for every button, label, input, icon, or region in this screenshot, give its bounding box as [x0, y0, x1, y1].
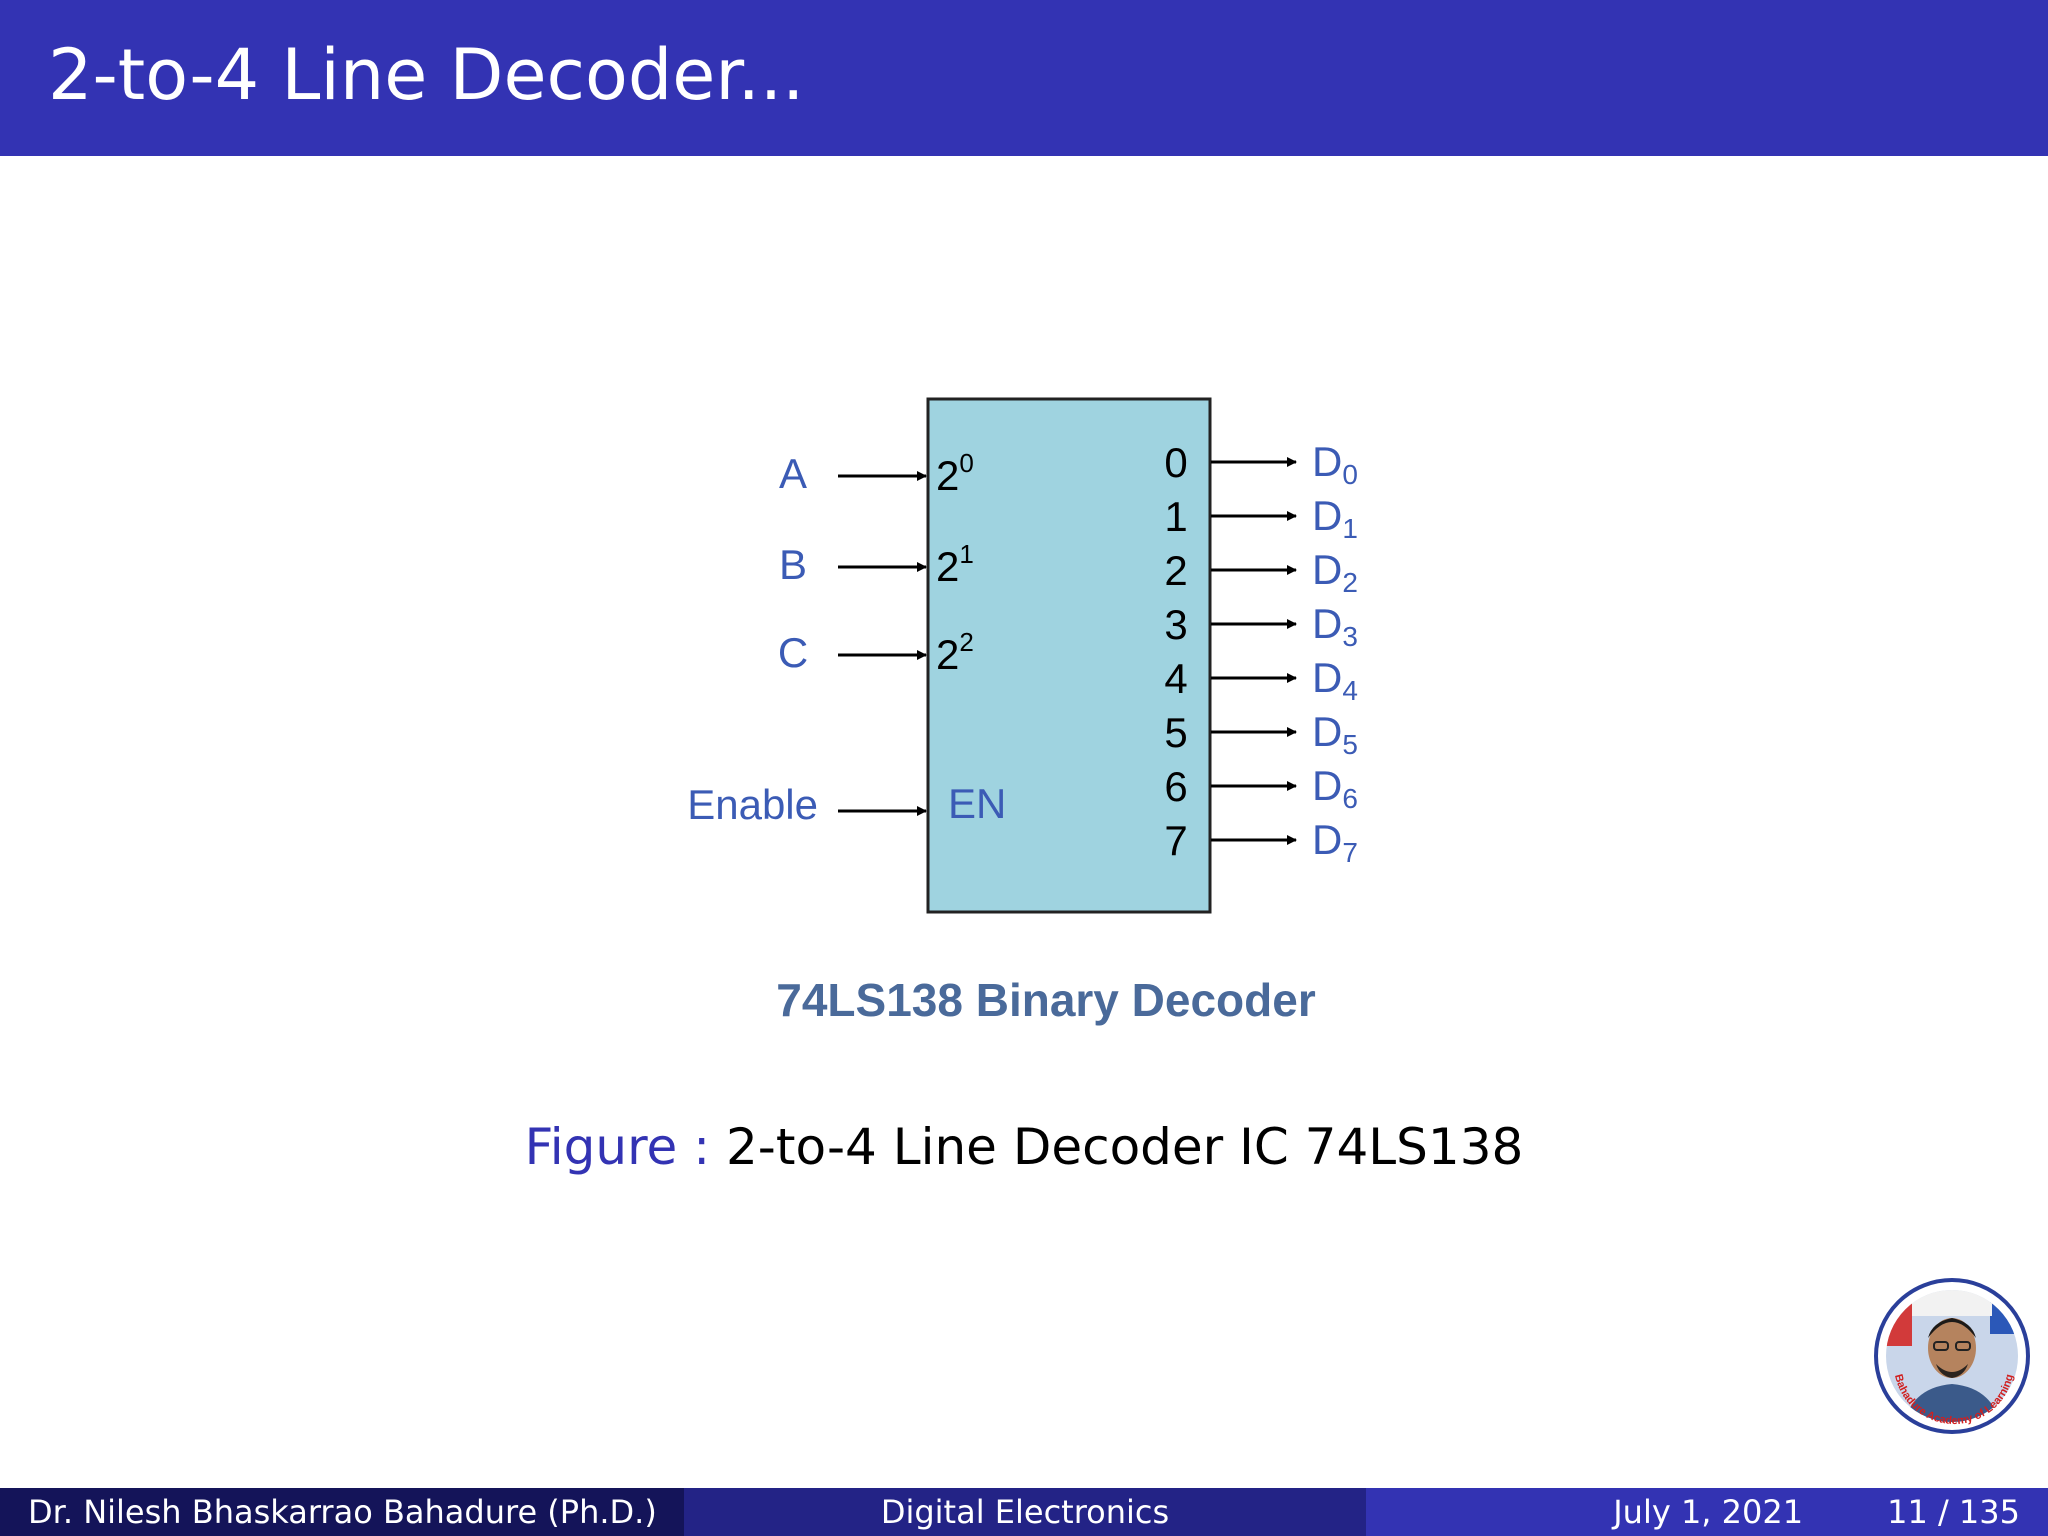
footer-course: Digital Electronics — [684, 1488, 1366, 1536]
academy-logo: Bahadure Academy of Learning — [1874, 1278, 2030, 1434]
output-pin-6: 6 — [1164, 763, 1187, 810]
output-label-3: D3 — [1312, 600, 1358, 652]
output-label-sub: 6 — [1342, 783, 1358, 814]
output-label-base: D — [1312, 546, 1342, 593]
output-pin-0: 0 — [1164, 439, 1187, 486]
chip-title: 74LS138 Binary Decoder — [776, 974, 1316, 1026]
output-label-base: D — [1312, 816, 1342, 863]
output-label-6: D6 — [1312, 762, 1358, 814]
output-label-4: D4 — [1312, 654, 1358, 706]
input-label-c: C — [778, 629, 808, 676]
output-label-sub: 0 — [1342, 459, 1358, 490]
pin-exp: 0 — [959, 448, 973, 478]
footer-right: July 1, 2021 11 / 135 — [1366, 1488, 2048, 1536]
output-label-base: D — [1312, 654, 1342, 701]
slide-footer: Dr. Nilesh Bhaskarrao Bahadure (Ph.D.) D… — [0, 1488, 2048, 1536]
output-pin-7: 7 — [1164, 817, 1187, 864]
output-label-sub: 7 — [1342, 837, 1358, 868]
output-label-sub: 5 — [1342, 729, 1358, 760]
output-label-sub: 4 — [1342, 675, 1358, 706]
output-label-5: D5 — [1312, 708, 1358, 760]
output-label-1: D1 — [1312, 492, 1358, 544]
output-label-0: D0 — [1312, 438, 1358, 490]
pin-exp: 2 — [959, 627, 973, 657]
enable-pin-label: EN — [948, 780, 1006, 827]
pin-base: 2 — [936, 631, 959, 678]
footer-author: Dr. Nilesh Bhaskarrao Bahadure (Ph.D.) — [0, 1488, 684, 1536]
enable-label: Enable — [687, 781, 818, 828]
output-pin-3: 3 — [1164, 601, 1187, 648]
output-label-sub: 2 — [1342, 567, 1358, 598]
pin-exp: 1 — [959, 539, 973, 569]
pin-base: 2 — [936, 452, 959, 499]
chip-body — [926, 397, 1212, 914]
output-pin-4: 4 — [1164, 655, 1187, 702]
input-label-a: A — [779, 450, 807, 497]
output-label-base: D — [1312, 762, 1342, 809]
output-label-sub: 1 — [1342, 513, 1358, 544]
output-label-base: D — [1312, 438, 1342, 485]
footer-author-text: Dr. Nilesh Bhaskarrao Bahadure (Ph.D.) — [28, 1493, 657, 1531]
caption-separator: : — [693, 1118, 711, 1176]
footer-course-text: Digital Electronics — [880, 1493, 1170, 1531]
output-label-sub: 3 — [1342, 621, 1358, 652]
output-label-base: D — [1312, 600, 1342, 647]
output-label-base: D — [1312, 492, 1342, 539]
pin-base: 2 — [936, 543, 959, 590]
caption-text: 2-to-4 Line Decoder IC 74LS138 — [726, 1118, 1524, 1176]
page-number: 11 / 135 — [1887, 1493, 2020, 1531]
output-pin-1: 1 — [1164, 493, 1187, 540]
input-pin-2-1: 21 — [936, 539, 974, 590]
footer-date: July 1, 2021 — [1613, 1493, 1804, 1531]
output-label-7: D7 — [1312, 816, 1358, 868]
output-pin-2: 2 — [1164, 547, 1187, 594]
input-pin-2-2: 22 — [936, 627, 974, 678]
output-pin-5: 5 — [1164, 709, 1187, 756]
output-label-2: D2 — [1312, 546, 1358, 598]
portrait-head — [1928, 1318, 1976, 1378]
caption-label: Figure — [524, 1118, 678, 1176]
input-label-b: B — [779, 541, 807, 588]
output-label-base: D — [1312, 708, 1342, 755]
slide-title: 2-to-4 Line Decoder... — [48, 34, 805, 116]
figure-caption: Figure : 2-to-4 Line Decoder IC 74LS138 — [0, 1122, 2048, 1172]
slide-header: 2-to-4 Line Decoder... — [0, 0, 2048, 156]
input-pin-2-0: 20 — [936, 448, 974, 499]
